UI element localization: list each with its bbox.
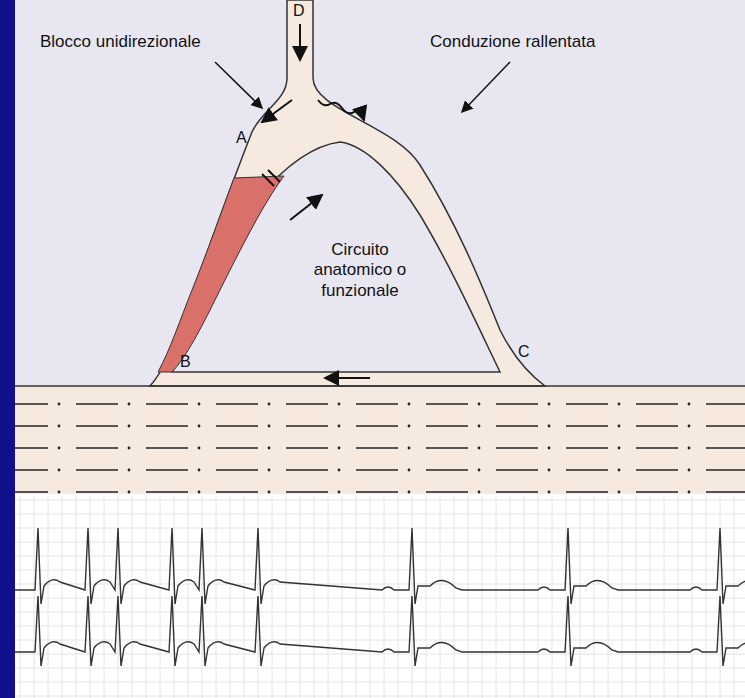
upper-ground: [15, 0, 745, 390]
ecg-trace: [15, 528, 745, 604]
block-bar: [262, 174, 274, 186]
retrograde-arrow: [290, 195, 322, 220]
point-letter: B: [180, 352, 191, 371]
ecg-ground: [15, 494, 745, 698]
block-bar: [268, 170, 280, 182]
circuit-arrow: [325, 377, 370, 379]
slow-conduction-arrow: [318, 100, 364, 120]
point-letter: D: [293, 1, 305, 20]
circuit-label: Circuito anatomico o funzionale: [300, 240, 420, 301]
impulse-arrow: [262, 100, 292, 122]
unidirectional-block-zone: [158, 176, 284, 372]
leader-arrow: [215, 62, 262, 108]
impulse-arrow: [299, 24, 301, 60]
ecg-trace: [15, 596, 745, 666]
base-line: [15, 385, 745, 387]
leader-arrow: [462, 62, 510, 112]
fiber-branch: [150, 0, 545, 386]
muscle-strip: [15, 386, 745, 494]
point-letter: C: [518, 342, 530, 361]
ecg-grid: [15, 496, 745, 698]
point-letter: A: [236, 128, 247, 147]
callout-label: Blocco unidirezionale: [40, 32, 201, 52]
callout-label: Conduzione rallentata: [430, 32, 595, 52]
